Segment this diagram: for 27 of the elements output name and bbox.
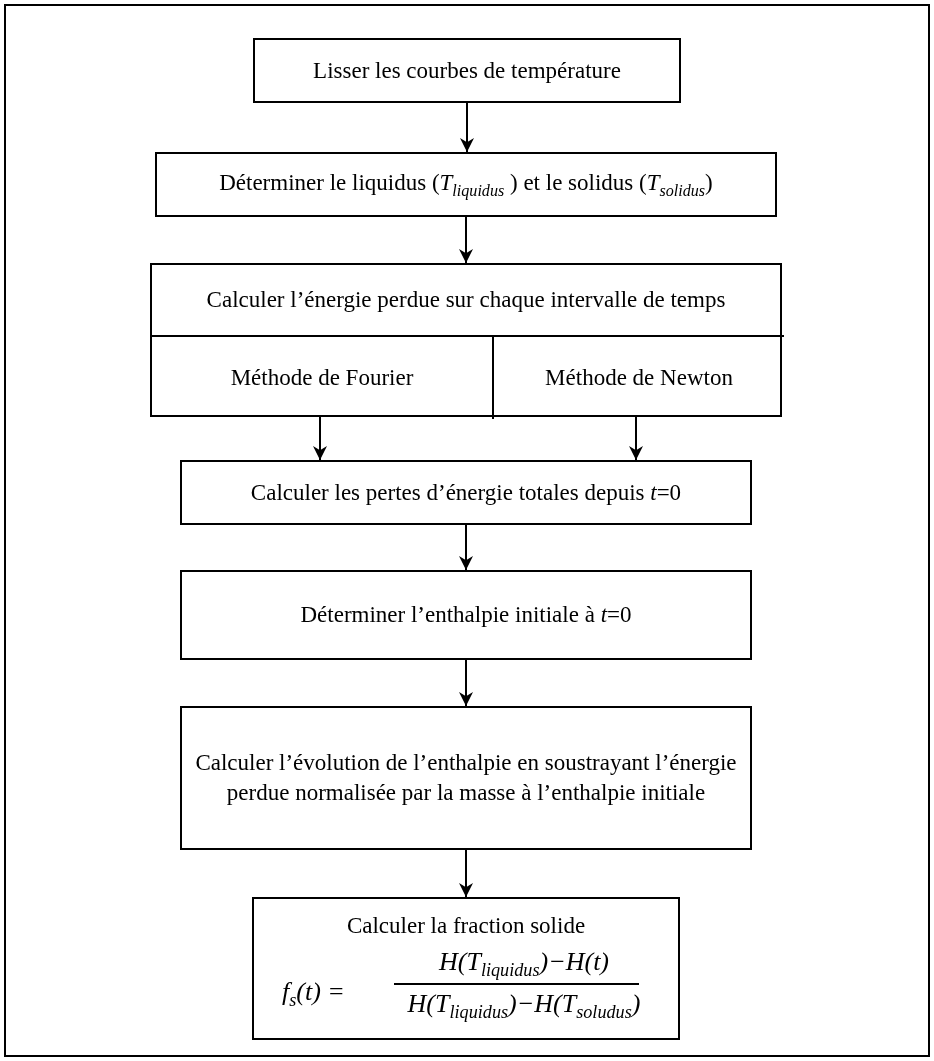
formula-numerator: H(T$_{liquidus}$)−H(t) (437, 946, 611, 983)
process-box (150, 263, 782, 417)
box-text: Calculer les pertes d’énergie totales depuis t=0 (249, 478, 683, 507)
process-box (253, 38, 681, 103)
process-box (180, 706, 752, 850)
process-box (155, 152, 777, 217)
box-text: Calculer la fraction solide (345, 912, 587, 940)
arrow (313, 416, 327, 461)
box-text: Déterminer le liquidus (T$_{liquidus}$ ) et le solidus (T$_{solidus}$) (218, 168, 714, 202)
method-cell (492, 335, 784, 419)
arrow (459, 524, 473, 571)
process-box (180, 460, 752, 525)
formula-denominator: H(T$_{liquidus}$)−H(T$_{soludus}$) (406, 988, 642, 1025)
process-box (252, 897, 680, 1040)
arrow (459, 216, 473, 264)
box-text: Calculer l’énergie perdue sur chaque intervalle de temps (205, 286, 727, 314)
arrow (629, 416, 643, 461)
arrow (460, 102, 474, 153)
arrow (459, 659, 473, 707)
box-text: Lisser les courbes de température (312, 56, 622, 85)
box-text: Méthode de Newton (544, 364, 734, 393)
process-box (180, 570, 752, 660)
formula-text: f$_{s}$(t) = (282, 976, 345, 1013)
box-text: Méthode de Fourier (229, 364, 415, 393)
arrow (459, 849, 473, 898)
box-text: Calculer l’évolution de l’enthalpie en soustrayant l’énergie perdue normalisée par la masse à l’enthalpie initiale (194, 749, 738, 807)
box-text: Déterminer l’enthalpie initiale à t=0 (299, 601, 633, 630)
